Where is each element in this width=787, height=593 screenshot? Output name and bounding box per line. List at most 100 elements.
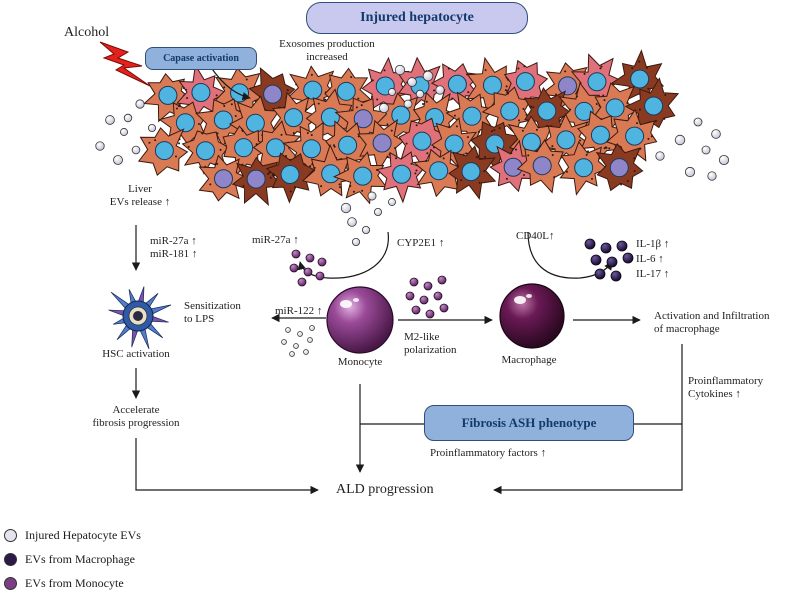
monocyte-ev-cluster: [289, 249, 327, 287]
legend-swatch: [4, 529, 17, 542]
monocyte-cell: [326, 286, 394, 354]
cd40l-label: CD40L↑: [516, 230, 555, 242]
macrophage-ev-cluster: [584, 238, 634, 282]
hepatocyte-ev: [340, 202, 352, 214]
activation-infiltration-label: Activation and Infiltration of macrophag…: [654, 310, 770, 335]
macrophage-ev: [616, 240, 628, 252]
monocyte-ev: [425, 309, 435, 319]
hepatocyte-cell: [610, 49, 665, 101]
monocyte-ev: [305, 253, 315, 263]
small-ev-cluster-mir122: [281, 325, 315, 357]
macrophage-ev: [606, 256, 618, 268]
arrow-cd40l-loop: [527, 231, 613, 279]
arrow-accelerate-to-ald: [135, 438, 319, 495]
macrophage-ev: [594, 268, 606, 280]
macrophage-cell: [499, 283, 565, 349]
hsc-activation-label: HSC activation: [102, 348, 170, 360]
hepatocyte-cell: [559, 140, 608, 196]
hepatocyte-cell: [357, 118, 405, 173]
hepatocyte-cell: [137, 127, 189, 176]
hepatocyte-ev: [693, 117, 703, 127]
small-ev: [309, 325, 315, 331]
hepatocyte-ev: [718, 154, 730, 166]
hepatocyte-ev: [131, 145, 141, 155]
arrow-caspase-to-cells: [209, 65, 251, 101]
exosomes-label: Exosomes production increased: [279, 38, 375, 63]
hepatocyte-cell: [265, 152, 315, 204]
hsc-cell: [108, 286, 172, 350]
hepatocyte-ev: [388, 88, 396, 96]
hepatocyte-ev: [415, 89, 425, 99]
hepatocyte-ev: [394, 64, 406, 76]
monocyte-ev: [437, 275, 447, 285]
hepatocyte-ev: [113, 155, 123, 165]
hepatocyte-tissue: [137, 49, 680, 207]
hepatocyte-ev: [105, 115, 115, 125]
hepatocyte-cell: [481, 86, 532, 136]
hepatocyte-ev: [95, 141, 105, 151]
monocyte-ev: [317, 257, 327, 267]
small-ev: [289, 351, 295, 357]
ald-progression-label: ALD progression: [336, 482, 434, 497]
monocyte-label: Monocyte: [337, 356, 383, 368]
hepatocyte-cell: [376, 151, 425, 204]
hepatocyte-cell: [624, 77, 680, 129]
proinflammatory-factors-label: Proinflammatory factors ↑: [430, 447, 547, 459]
fibrosis-ash-phenotype-box: Fibrosis ASH phenotype: [424, 405, 634, 441]
hepatocyte-ev: [373, 207, 383, 217]
hepatocyte-ev: [147, 123, 157, 133]
hepatocyte-ev: [367, 191, 377, 201]
hepatocyte-ev: [361, 225, 371, 235]
arrow-mir27a-loop: [297, 231, 389, 279]
hepatocyte-cell: [489, 139, 541, 193]
hepatocyte-ev: [407, 77, 417, 87]
hepatocyte-ev: [351, 237, 361, 247]
small-ev: [293, 343, 299, 349]
hepatocyte-ev: [655, 151, 665, 161]
macrophage-ev: [610, 270, 622, 282]
macrophage-ev: [600, 242, 612, 254]
sensitization-label: Sensitization to LPS: [184, 300, 241, 325]
legend-item-macrophage-evs: EVs from Macrophage: [4, 552, 135, 567]
hepatocyte-cell: [524, 86, 573, 136]
hepatocyte-cell: [516, 139, 565, 194]
small-ev: [307, 337, 313, 343]
mir27a-mir181-label: miR-27a ↑ miR-181 ↑: [150, 235, 198, 260]
small-ev: [303, 349, 309, 355]
hepatocyte-ev: [711, 129, 721, 139]
arrow-activation-to-ald: [493, 344, 683, 495]
monocyte-ev: [423, 281, 433, 291]
monocyte-ev: [433, 291, 443, 301]
macrophage-ev: [622, 252, 634, 264]
liver-ev-release-label: Liver EVs release ↑: [109, 183, 171, 208]
monocyte-ev: [297, 277, 307, 287]
cytokine-list: IL-1β ↑ IL-6 ↑ IL-17 ↑: [636, 238, 670, 280]
macrophage-ev: [584, 238, 596, 250]
hepatocyte-ev: [403, 99, 413, 109]
macrophage-label: Macrophage: [501, 354, 557, 366]
legend-swatch: [4, 553, 17, 566]
lightning-icon: [99, 41, 151, 87]
title-injured-hepatocyte: Injured hepatocyte: [306, 2, 528, 34]
hepatocyte-cell: [332, 151, 388, 205]
monocyte-ev: [289, 263, 299, 273]
hepatocyte-cell: [448, 145, 497, 200]
hepatocyte-ev: [674, 134, 686, 146]
hepatocyte-cell: [361, 56, 410, 111]
mir27a-label: miR-27a ↑: [252, 234, 299, 246]
m2-polarization-label: M2-like polarization: [404, 331, 457, 356]
hepatocyte-cell: [198, 154, 251, 202]
hepatocyte-ev: [435, 85, 445, 95]
monocyte-ev: [291, 249, 301, 259]
monocyte-ev: [411, 305, 421, 315]
proinflammatory-cytokines-label: Proinflammatory Cytokines ↑: [688, 375, 764, 400]
hepatocyte-ev: [120, 128, 128, 136]
monocyte-ev: [419, 295, 429, 305]
monocyte-ev: [405, 291, 415, 301]
hepatocyte-ev: [701, 145, 711, 155]
mir122-label: miR-122 ↑: [275, 305, 323, 317]
hepatocyte-ev: [123, 113, 133, 123]
small-ev: [281, 339, 287, 345]
small-ev: [297, 331, 303, 337]
